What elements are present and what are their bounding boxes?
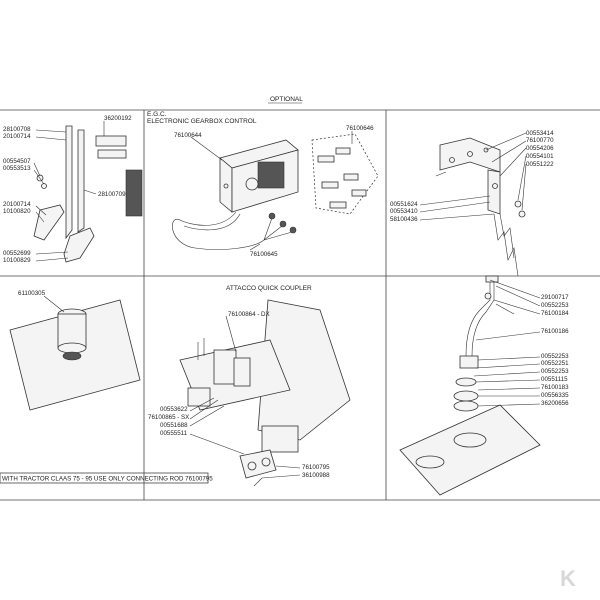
label-76100184: 76100184 bbox=[541, 310, 569, 317]
panel-mount: 61100305 bbox=[9, 290, 141, 411]
label-76100646: 76100646 bbox=[346, 125, 374, 132]
panel-bracket: 00553414 76100770 00554206 00554101 0055… bbox=[390, 130, 554, 277]
tractor-note: WITH TRACTOR CLAAS 75 - 95 USE ONLY CONN… bbox=[0, 472, 213, 484]
label-00552251: 00552251 bbox=[541, 360, 569, 367]
label-76100644: 76100644 bbox=[174, 132, 202, 139]
label-00551688: 00551688 bbox=[160, 422, 188, 429]
label-10100820: 10100820 bbox=[3, 208, 31, 215]
label-00551222: 00551222 bbox=[526, 161, 554, 168]
label-00552699: 00552699 bbox=[3, 250, 31, 257]
label-20100714-b: 20100714 bbox=[3, 201, 31, 208]
label-00552253-a: 00552253 bbox=[541, 302, 569, 309]
label-76100186: 76100186 bbox=[541, 328, 569, 335]
label-00553410: 00553410 bbox=[390, 208, 418, 215]
label-36200192: 36200192 bbox=[104, 115, 132, 122]
label-36100988: 36100988 bbox=[302, 472, 330, 479]
panel-egc: E.G.C. ELECTRONIC GEARBOX CONTROL 761006… bbox=[147, 111, 379, 258]
egc-subtitle: ELECTRONIC GEARBOX CONTROL bbox=[147, 118, 257, 125]
label-00554507: 00554507 bbox=[3, 158, 31, 165]
tractor-note-text: WITH TRACTOR CLAAS 75 - 95 USE ONLY CONN… bbox=[2, 476, 213, 483]
label-76100645: 76100645 bbox=[250, 251, 278, 258]
panel-tines: 28100708 20100714 36200192 00554507 0055… bbox=[3, 115, 143, 264]
label-00554206: 00554206 bbox=[526, 145, 554, 152]
label-76100770: 76100770 bbox=[526, 137, 554, 144]
brand-logo: K bbox=[560, 566, 576, 591]
egc-title: E.G.C. bbox=[147, 111, 167, 118]
panel-grid bbox=[0, 109, 600, 501]
label-00551624: 00551624 bbox=[390, 201, 418, 208]
optional-header: OPTIONAL bbox=[270, 96, 303, 103]
label-61100305: 61100305 bbox=[18, 290, 46, 297]
panel-coupler: ATTACCO QUICK COUPLER 76100864 - DX 0055… bbox=[148, 285, 351, 487]
label-00555511: 00555511 bbox=[160, 430, 188, 437]
label-28100708: 28100708 bbox=[3, 126, 31, 133]
label-76100865-sx: 76100865 - SX bbox=[148, 414, 189, 421]
label-00553622: 00553622 bbox=[160, 406, 188, 413]
label-00552253-b: 00552253 bbox=[541, 353, 569, 360]
label-58100436: 58100436 bbox=[390, 216, 418, 223]
label-29100717: 29100717 bbox=[541, 294, 569, 301]
label-76100864-dx: 76100864 - DX bbox=[228, 311, 270, 318]
brand-logo-text: K bbox=[560, 566, 576, 591]
label-00553414: 00553414 bbox=[526, 130, 554, 137]
label-20100714-a: 20100714 bbox=[3, 133, 31, 140]
label-00556335: 00556335 bbox=[541, 392, 569, 399]
coupler-title: ATTACCO QUICK COUPLER bbox=[226, 285, 312, 292]
label-76100183: 76100183 bbox=[541, 384, 569, 391]
label-00552253-c: 00552253 bbox=[541, 368, 569, 375]
label-10100829: 10100829 bbox=[3, 257, 31, 264]
label-00551115: 00551115 bbox=[541, 376, 568, 383]
label-28100709: 28100709 bbox=[98, 191, 126, 198]
label-00553513: 00553513 bbox=[3, 165, 31, 172]
label-76100795: 76100795 bbox=[302, 464, 330, 471]
panel-hydraulic: 29100717 00552253 76100184 76100186 0055… bbox=[399, 275, 569, 496]
label-00554101: 00554101 bbox=[526, 153, 554, 160]
label-36200656: 36200656 bbox=[541, 400, 569, 407]
